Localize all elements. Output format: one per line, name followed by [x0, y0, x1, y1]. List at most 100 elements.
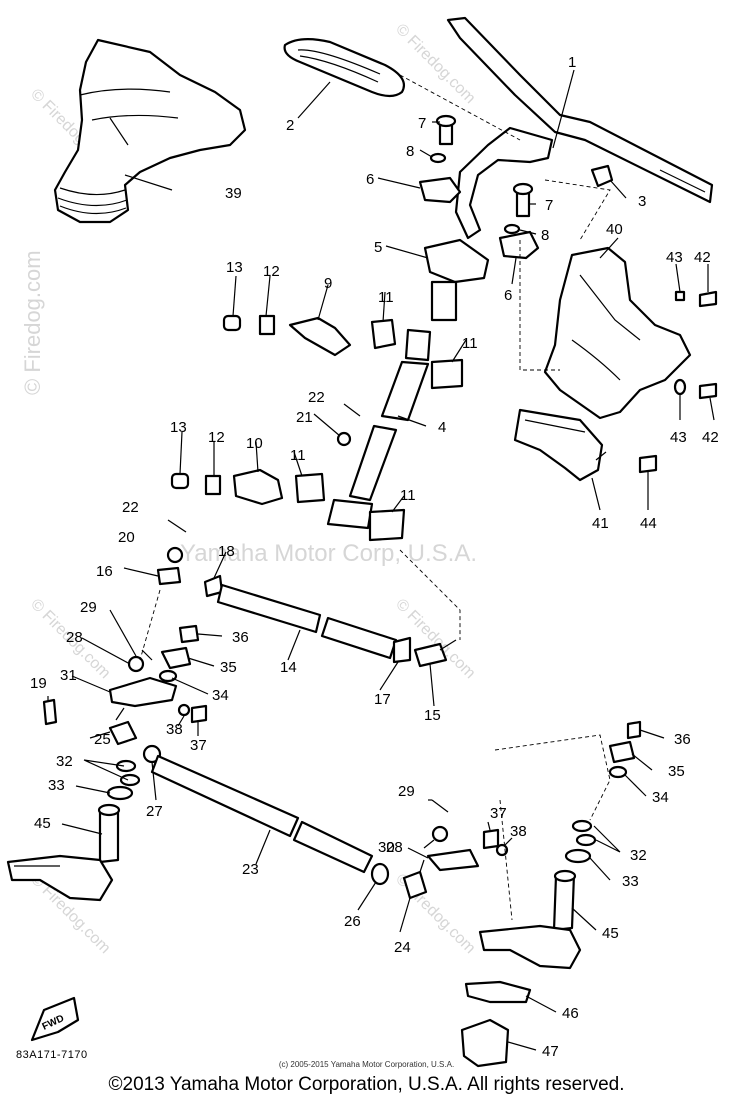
part-label: 7	[418, 115, 426, 132]
part-45-left-spindle	[6, 803, 121, 902]
upper-tie-rod-parts	[156, 566, 224, 598]
part-label: 46	[562, 1005, 579, 1022]
part-label: 20	[118, 529, 135, 546]
firedog-watermark: © Firedog.com	[20, 250, 45, 395]
part-6-clamps	[418, 176, 540, 260]
part-label: 36	[232, 629, 249, 646]
part-14-tie-rod	[216, 583, 457, 668]
leader-lines	[47, 69, 715, 1051]
part-label: 13	[170, 419, 187, 436]
part-label: 11	[290, 447, 306, 464]
part-label: 32	[56, 753, 73, 770]
part-label: 44	[640, 515, 657, 532]
part-label: 27	[146, 803, 163, 820]
part-label: 11	[400, 487, 416, 504]
part-label: 37	[490, 805, 507, 822]
part-46-47	[460, 980, 532, 1068]
part-label: 12	[263, 263, 280, 280]
part-3-bolt	[590, 164, 614, 188]
bolts-upper	[429, 114, 534, 235]
part-4-column	[326, 328, 432, 530]
part-label: 28	[66, 629, 83, 646]
part-label: 33	[48, 777, 65, 794]
footer-copyright: ©2013 Yamaha Motor Corporation, U.S.A. A…	[108, 1074, 625, 1095]
part-label: 18	[218, 543, 235, 560]
part-label: 8	[406, 143, 414, 160]
fasteners-12-13	[170, 314, 276, 496]
part-label: 9	[324, 275, 332, 292]
part-label: 3	[638, 193, 646, 210]
part-label: 22	[308, 389, 325, 406]
part-label: 35	[220, 659, 237, 676]
part-label: 23	[242, 861, 259, 878]
part-label: 47	[542, 1043, 559, 1060]
part-label: 24	[394, 939, 411, 956]
part-9-clamp	[288, 316, 352, 357]
part-1-handlebar	[446, 16, 714, 240]
part-label: 43	[670, 429, 687, 446]
part-label: 16	[96, 563, 113, 580]
part-40-frame	[543, 246, 718, 420]
part-label: 11	[378, 289, 394, 306]
part-label: 34	[212, 687, 229, 704]
part-2-pad	[283, 38, 406, 98]
diagram-code: 83A171-7170	[16, 1049, 88, 1061]
reference-lines	[139, 74, 611, 921]
part-label: 5	[374, 239, 382, 256]
part-label: 33	[622, 873, 639, 890]
part-label: 29	[398, 783, 415, 800]
part-label: 35	[668, 763, 685, 780]
part-5-bracket	[423, 238, 490, 322]
part-label: 17	[374, 691, 391, 708]
part-39-cover	[53, 38, 247, 224]
part-11-bushings	[294, 318, 464, 542]
part-label: 42	[702, 429, 719, 446]
part-label: 4	[438, 419, 446, 436]
part-label: 14	[280, 659, 297, 676]
part-label: 45	[34, 815, 51, 832]
part-label: 25	[94, 731, 111, 748]
part-label: 45	[602, 925, 619, 942]
part-labels: 1 2 3 4 5 6 6 7 7 8 8 9 10 11 11 11 11 1…	[30, 54, 719, 1060]
part-label: 1	[568, 54, 576, 71]
part-label: 6	[504, 287, 512, 304]
part-label: 8	[541, 227, 549, 244]
part-label: 21	[296, 409, 313, 426]
part-label: 7	[545, 197, 553, 214]
part-10-clamp	[232, 468, 284, 506]
part-label: 11	[462, 335, 478, 352]
part-label: 37	[190, 737, 207, 754]
part-label: 10	[246, 435, 263, 452]
part-label: 15	[424, 707, 441, 724]
part-label: 19	[30, 675, 47, 692]
fasteners-21-22	[166, 403, 361, 564]
part-label: 34	[652, 789, 669, 806]
part-23-tie-rod	[150, 754, 390, 886]
part-label: 43	[666, 249, 683, 266]
part-label: 40	[606, 221, 623, 238]
part-label: 32	[630, 847, 647, 864]
part-label: 29	[80, 599, 97, 616]
part-label: 13	[226, 259, 243, 276]
left-arm-group	[42, 624, 208, 801]
part-label: 38	[510, 823, 527, 840]
part-label: 28	[386, 839, 403, 856]
parts-drawings: 1 2 3 4 5 6 6 7 7 8 8 9 10 11 11 11 11 1…	[6, 16, 719, 1068]
part-label: 36	[674, 731, 691, 748]
part-41-cover	[513, 408, 658, 482]
part-label: 41	[592, 515, 609, 532]
part-label: 39	[225, 185, 242, 202]
part-label: 42	[694, 249, 711, 266]
part-label: 2	[286, 117, 294, 134]
part-label: 26	[344, 913, 361, 930]
part-label: 30	[378, 839, 395, 856]
part-45-right-spindle	[478, 869, 582, 970]
part-label: 22	[122, 499, 139, 516]
part-label: 31	[60, 667, 77, 684]
part-label: 6	[366, 171, 374, 188]
right-arm-group	[402, 720, 642, 900]
part-label: 12	[208, 429, 225, 446]
yamaha-watermark: Yamaha Motor Corp, U.S.A.	[180, 540, 477, 567]
small-copyright: (c) 2005-2015 Yamaha Motor Corporation, …	[278, 1060, 455, 1069]
